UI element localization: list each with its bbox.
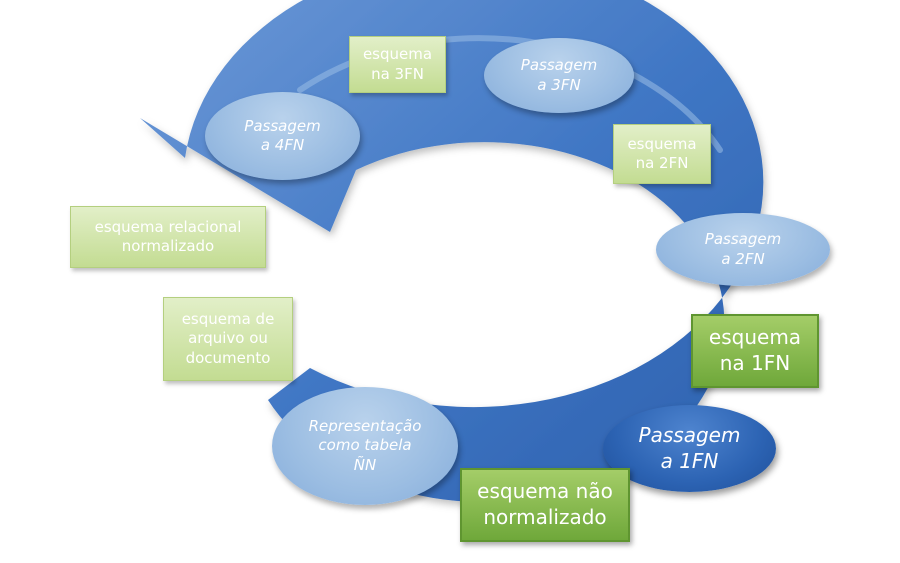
node-schema-2fn: esquema na 2FN (613, 124, 711, 184)
node-schema-normalized: esquema relacional normalizado (70, 206, 266, 268)
node-step-1fn: Passagem a 1FN (603, 405, 776, 492)
node-schema-file: esquema de arquivo ou documento (163, 297, 293, 381)
node-step-table: Representação como tabela ÑN (272, 387, 458, 505)
node-step-4fn: Passagem a 4FN (205, 92, 360, 180)
node-schema-3fn: esquema na 3FN (349, 36, 446, 93)
node-schema-unnormalized: esquema não normalizado (460, 468, 630, 542)
node-schema-1fn: esquema na 1FN (691, 314, 819, 388)
node-step-2fn: Passagem a 2FN (656, 213, 830, 286)
node-step-3fn: Passagem a 3FN (484, 38, 634, 113)
